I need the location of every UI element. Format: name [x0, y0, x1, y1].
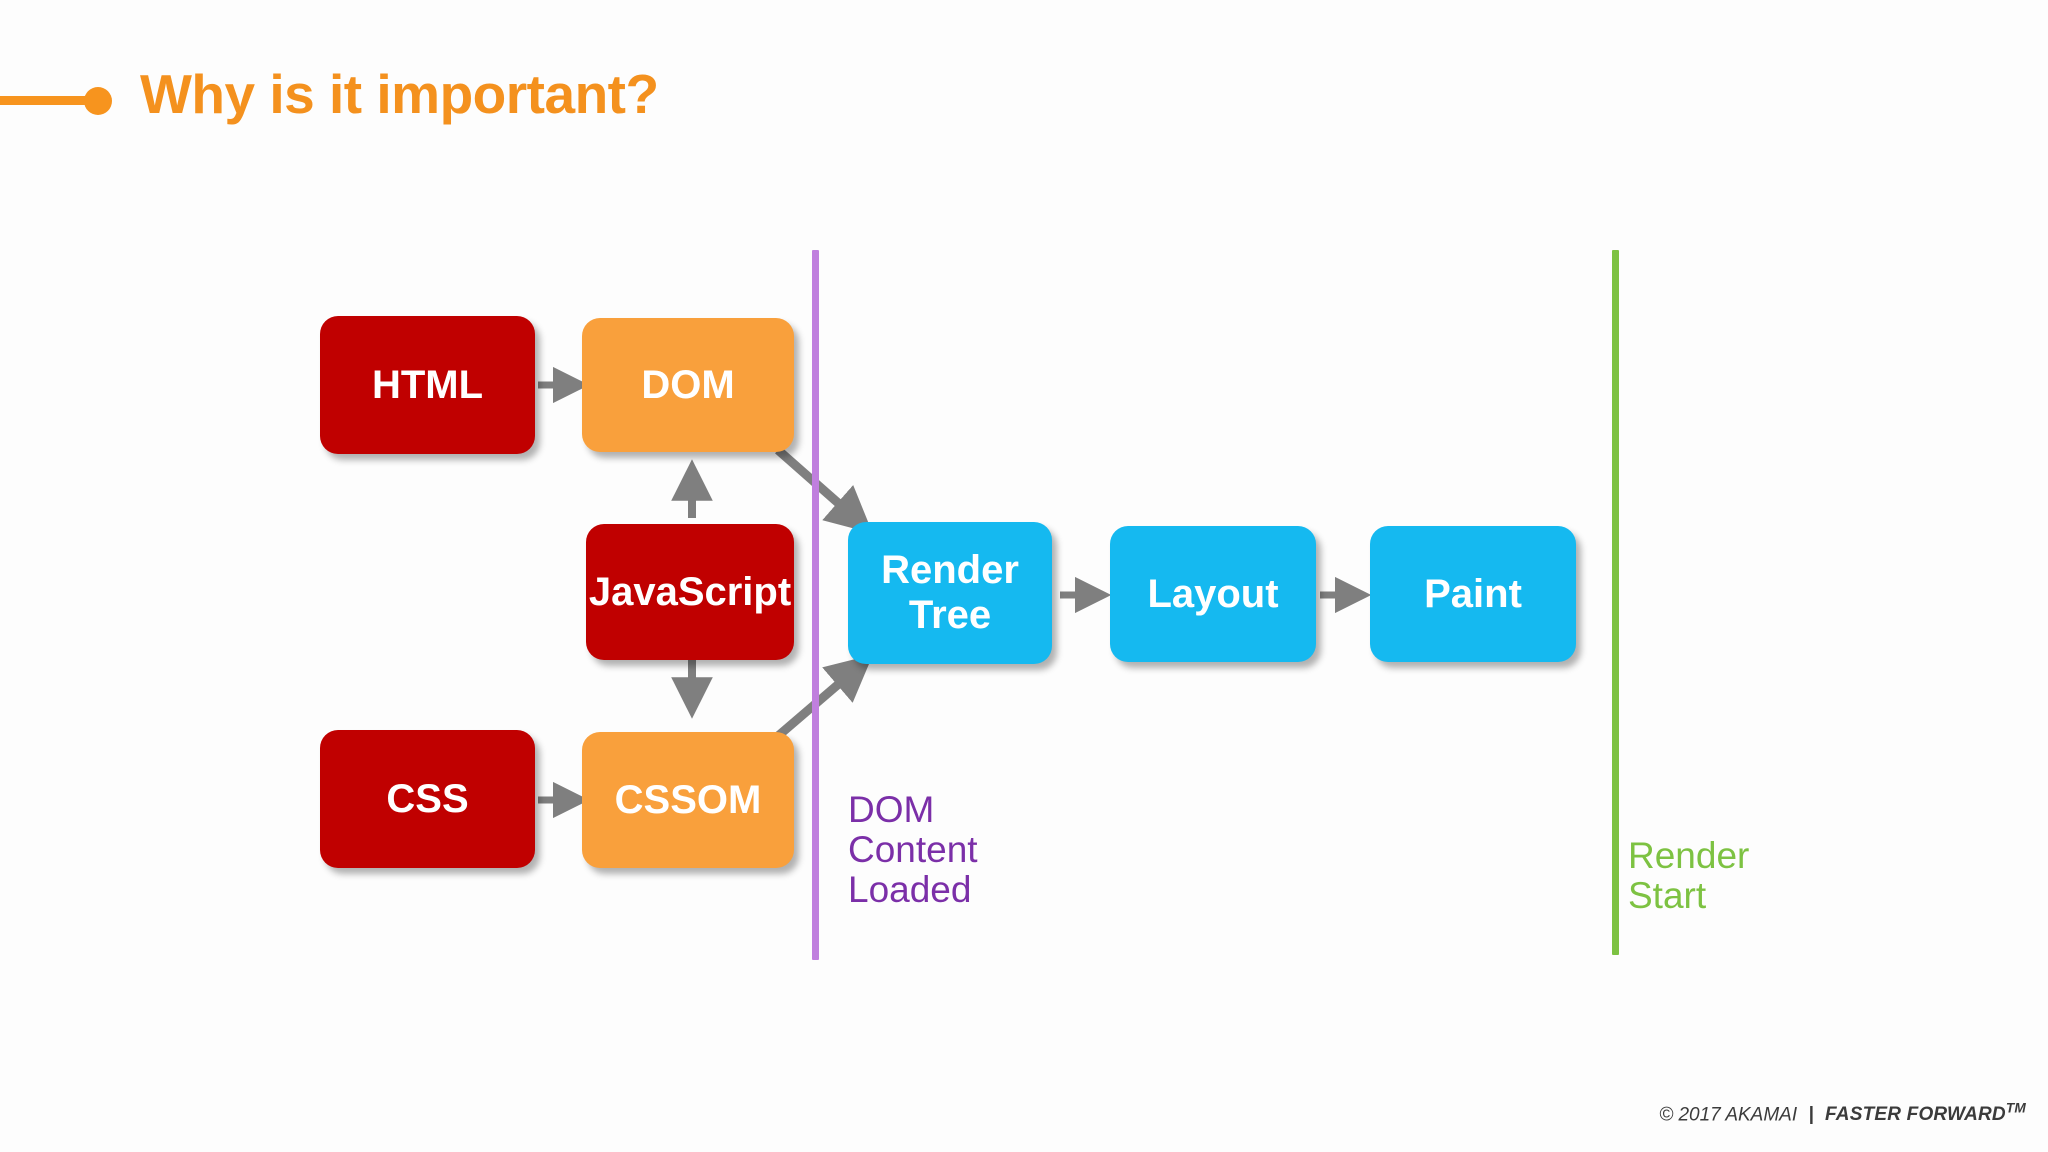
node-css[interactable]: CSS: [320, 730, 535, 868]
page-title: Why is it important?: [140, 63, 659, 125]
render-start-line: [1612, 250, 1619, 955]
footer-tagline: FASTER FORWARDTM: [1825, 1100, 2026, 1125]
footer-separator: |: [1808, 1104, 1814, 1125]
dom-content-loaded-label: DOM Content Loaded: [848, 789, 978, 910]
node-javascript[interactable]: JavaScript: [586, 524, 794, 660]
node-render-tree[interactable]: Render Tree: [848, 522, 1052, 664]
footer-tagline-text: FASTER FORWARD: [1825, 1104, 2006, 1125]
node-css-label: CSS: [386, 776, 469, 821]
footer-copyright: © 2017 AKAMAI: [1659, 1104, 1798, 1125]
footer-trademark: TM: [2005, 1100, 2026, 1116]
node-dom[interactable]: DOM: [582, 318, 794, 452]
node-cssom[interactable]: CSSOM: [582, 732, 794, 868]
node-html-label: HTML: [371, 362, 484, 407]
node-javascript-label: JavaScript: [588, 569, 792, 614]
node-paint-label: Paint: [1424, 571, 1522, 616]
node-cssom-label: CSSOM: [614, 777, 762, 822]
render-start-label: Render Start: [1628, 835, 1750, 916]
node-layout-label: Layout: [1147, 571, 1279, 616]
node-paint[interactable]: Paint: [1370, 526, 1576, 662]
edge-cssom-to-render-tree: [775, 654, 873, 740]
node-html[interactable]: HTML: [320, 316, 535, 454]
node-dom-label: DOM: [641, 362, 735, 407]
node-render-tree-label: Render Tree: [881, 548, 1019, 637]
edge-dom-to-render-tree: [775, 446, 873, 534]
node-layout[interactable]: Layout: [1110, 526, 1316, 662]
footer: © 2017 AKAMAI | FASTER FORWARDTM: [1659, 1101, 2026, 1126]
dom-content-loaded-line: [812, 250, 819, 960]
